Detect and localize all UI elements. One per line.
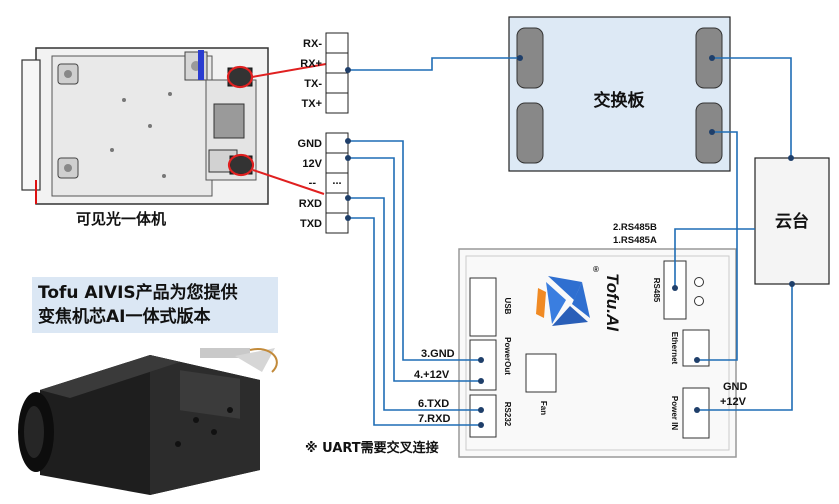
- switch-board-label: 交换板: [594, 90, 646, 110]
- pin-label-12v: 12V: [302, 158, 322, 170]
- wire-label-gnd: 3.GND: [421, 348, 455, 360]
- lower-connector-highlight: [227, 153, 255, 177]
- wire-ethernet: [697, 131, 738, 361]
- wires: [348, 57, 793, 426]
- wire-rxd: [348, 197, 481, 411]
- rs485-port-label: RS485: [652, 278, 661, 303]
- pin-label-rx-minus: RX-: [303, 38, 322, 50]
- gimbal-box: 云台: [754, 157, 830, 285]
- wire-rx-plus: [348, 57, 520, 71]
- wire-power-in: [697, 284, 793, 411]
- banner-line-1: Tofu AIVIS产品为您提供: [38, 283, 238, 303]
- rs485-b-label: 2.RS485B: [613, 222, 657, 233]
- lower-pin-header: GND 12V -- RXD TXD ...: [298, 132, 349, 234]
- pin-label-rx-plus: RX+: [300, 58, 322, 70]
- usb-port-label: USB: [503, 298, 512, 315]
- pin-label-txd: TXD: [300, 218, 322, 230]
- wire-rs485: [674, 228, 755, 288]
- wire-junctions: [345, 55, 795, 428]
- ethernet-port-label: Ethernet: [670, 332, 679, 365]
- pin-dots: ...: [332, 175, 341, 187]
- pin-label-rxd: RXD: [299, 198, 322, 210]
- banner-line-2: 变焦机芯AI一体式版本: [38, 307, 211, 327]
- pin-label-nc: --: [309, 177, 317, 189]
- wire-label-12v: 4.+12V: [414, 369, 450, 381]
- trademark-label: ®: [593, 265, 599, 274]
- fan-window: [525, 353, 557, 393]
- wire-txd: [348, 217, 481, 426]
- wire-12v: [348, 157, 481, 382]
- upper-pin-header: RX- RX+ TX- TX+: [300, 32, 349, 114]
- power-in-port-label: Power IN: [670, 396, 679, 430]
- gimbal-label: 云台: [775, 211, 809, 231]
- wire-gnd: [348, 140, 481, 361]
- switch-board: 交换板: [508, 16, 731, 172]
- led-indicator: [694, 277, 704, 287]
- pin-label-gnd: GND: [298, 138, 323, 150]
- rs232-port: [469, 394, 497, 438]
- fan-label: Fan: [539, 401, 548, 415]
- zoom-camera-photo: [18, 348, 278, 495]
- tofu-ai-box: USB PowerOut RS232 Fan Tofu.AI ® RS485 E…: [458, 248, 737, 458]
- led-indicator: [694, 296, 704, 306]
- tofu-logo-icon: [536, 276, 590, 326]
- pin-label-tx-minus: TX-: [304, 78, 322, 90]
- pin-label-tx-plus: TX+: [302, 98, 322, 110]
- power-in-port: [682, 387, 710, 439]
- usb-port: [469, 277, 497, 337]
- rs485-a-label: 1.RS485A: [613, 235, 657, 246]
- camera-module-photo: [21, 47, 327, 205]
- wire-switch-gimbal: [712, 57, 792, 158]
- powerout-port-label: PowerOut: [503, 337, 512, 375]
- uart-note: ※ UART需要交叉连接: [305, 441, 439, 456]
- rs232-port-label: RS232: [503, 402, 512, 427]
- wire-label-rxd: 7.RXD: [418, 413, 450, 425]
- power-12v-label: +12V: [720, 396, 747, 408]
- camera-caption: 可见光一体机: [76, 210, 167, 228]
- power-gnd-label: GND: [723, 381, 748, 393]
- tofu-brand-label: Tofu.AI: [603, 273, 622, 332]
- wire-label-txd: 6.TXD: [418, 398, 449, 410]
- product-banner: Tofu AIVIS产品为您提供 变焦机芯AI一体式版本: [32, 277, 278, 333]
